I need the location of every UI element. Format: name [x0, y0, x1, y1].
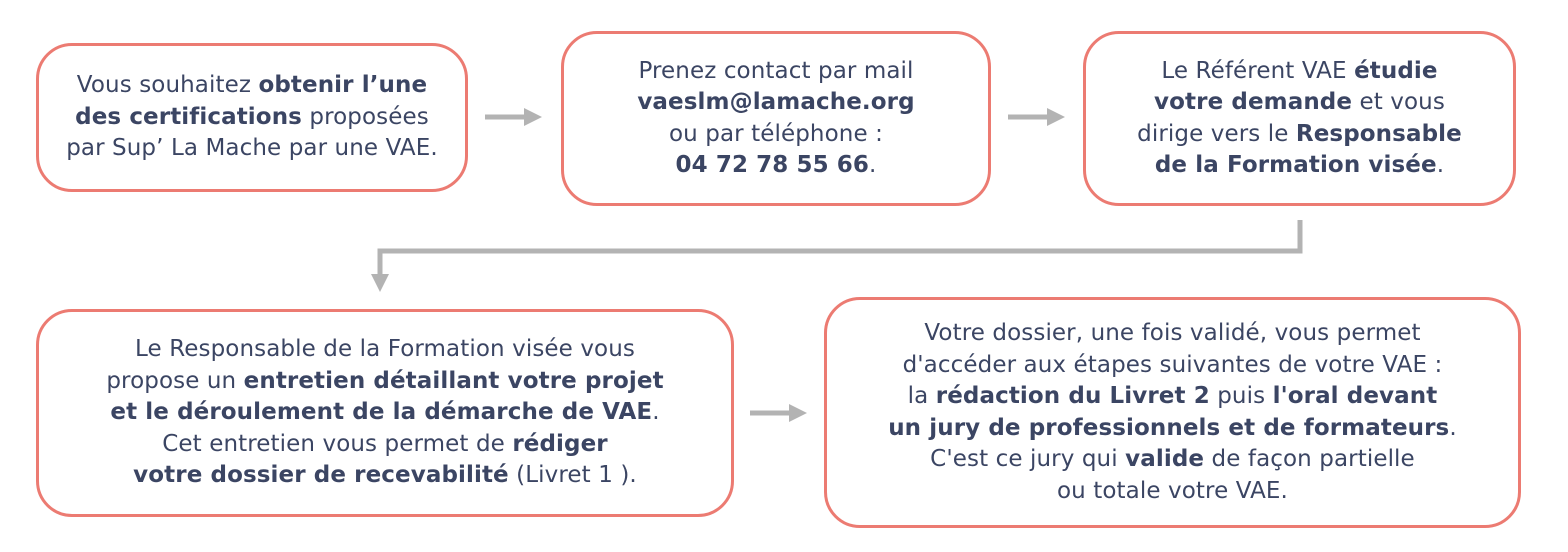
contact-phone[interactable]: 04 72 78 55 66 [675, 152, 870, 178]
step-5-line-3: la rédaction du Livret 2 puis l'oral dev… [907, 383, 1438, 409]
arrow-right-icon [1008, 108, 1065, 126]
step-5-line-1: Votre dossier, une fois validé, vous per… [924, 320, 1421, 346]
step-5-line-6: ou totale votre VAE. [1057, 477, 1288, 504]
step-2-line-4: 04 72 78 55 66. [675, 152, 877, 178]
arrow-right-icon [485, 108, 542, 126]
arrow-right-icon [750, 404, 807, 422]
step-5-line-4: un jury de professionnels et de formateu… [888, 414, 1457, 441]
step-3-line-2: votre demande et vous [1154, 89, 1445, 115]
elbow-arrow-down-icon [371, 220, 1303, 292]
step-5-line-5: C'est ce jury qui valide de façon partie… [930, 446, 1415, 472]
step-4-text: Le Responsable de la Formation visée vou… [106, 334, 663, 492]
step-4-line-5: votre dossier de recevabilité (Livret 1 … [133, 462, 637, 489]
step-2-line-3: ou par téléphone : [669, 120, 883, 147]
contact-email[interactable]: vaeslm@lamache.org [637, 89, 915, 115]
step-1-line-2: des certifications proposées [75, 103, 429, 130]
step-5-text: Votre dossier, une fois validé, vous per… [888, 318, 1457, 507]
step-5-box: Votre dossier, une fois validé, vous per… [824, 297, 1521, 528]
step-3-text: Le Référent VAE étudie votre demande et … [1137, 56, 1462, 182]
step-4-line-3: et le déroulement de la démarche de VAE. [110, 399, 660, 426]
step-1-text: Vous souhaitez obtenir l’une des certifi… [66, 70, 438, 165]
step-4-box: Le Responsable de la Formation visée vou… [36, 309, 734, 517]
step-4-line-1: Le Responsable de la Formation visée vou… [135, 336, 635, 363]
step-1-box: Vous souhaitez obtenir l’une des certifi… [36, 43, 468, 192]
step-3-line-1: Le Référent VAE étudie [1161, 57, 1438, 84]
step-4-line-2: propose un entretien détaillant votre pr… [106, 367, 664, 394]
step-4-line-4: Cet entretien vous permet de rédiger [162, 430, 608, 457]
step-2-text: Prenez contact par mail vaeslm@lamache.o… [637, 56, 914, 182]
step-2-line-1: Prenez contact par mail [638, 57, 914, 84]
step-3-line-3: dirige vers le Responsable [1137, 120, 1462, 147]
step-1-line-3: par Sup’ La Mache par une VAE. [66, 135, 438, 162]
step-3-box: Le Référent VAE étudie votre demande et … [1083, 31, 1516, 206]
step-3-line-4: de la Formation visée. [1154, 152, 1445, 178]
step-2-box: Prenez contact par mail vaeslm@lamache.o… [561, 31, 991, 206]
step-5-line-2: d'accéder aux étapes suivantes de votre … [902, 351, 1443, 378]
step-1-line-1: Vous souhaitez obtenir l’une [76, 72, 428, 99]
